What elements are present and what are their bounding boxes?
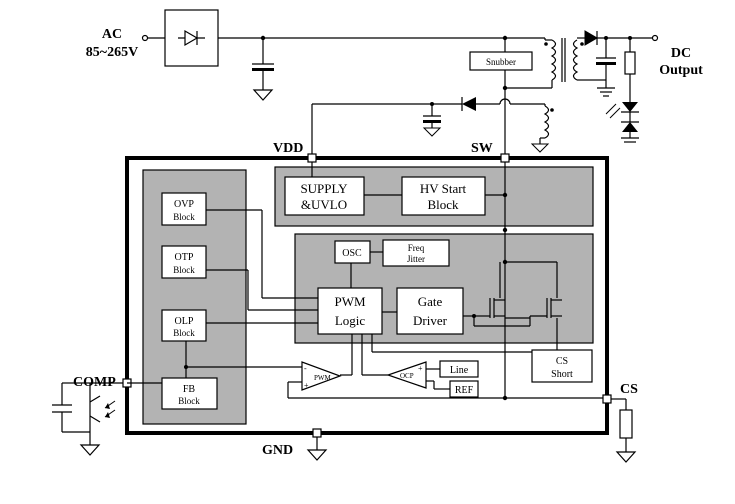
cs-short-label-1: CS	[556, 356, 568, 367]
osc-block: OSC	[334, 240, 371, 264]
ac-input-wiring	[141, 34, 546, 42]
ocp-comparator: OCP + -	[386, 361, 427, 390]
output-capacitor	[590, 36, 616, 97]
bridge-rectifier	[164, 9, 219, 67]
ocp-comparator-label: OCP	[400, 372, 414, 380]
bulk-capacitor	[252, 35, 274, 101]
svg-text:+: +	[418, 364, 423, 373]
gate-driver-block: Gate Driver	[396, 287, 464, 335]
freq-jitter-label-1: Freq	[408, 243, 425, 253]
hv-start-label-2: Block	[427, 197, 459, 212]
ovp-label-2: Block	[173, 212, 195, 222]
optocoupler-network	[52, 382, 123, 456]
pwm-comparator: PWM - +	[301, 361, 342, 391]
pwm-comparator-label: PWM	[314, 374, 332, 382]
olp-label-1: OLP	[175, 316, 194, 327]
otp-block: OTP Block	[161, 245, 207, 279]
ic-outline	[125, 156, 609, 435]
fb-block: FB Block	[161, 377, 218, 410]
gnd-label: GND	[262, 443, 293, 458]
dc-label: DC	[671, 46, 691, 61]
freq-jitter-block: Freq Jitter	[382, 239, 450, 267]
otp-label-1: OTP	[175, 252, 194, 263]
freq-jitter-label-2: Jitter	[407, 254, 425, 264]
supply-uvlo-label-1: SUPPLY	[300, 181, 348, 196]
sw-pin	[500, 153, 510, 163]
cs-short-block: CS Short	[531, 349, 593, 383]
cs-label: CS	[620, 382, 638, 397]
internal-wiring	[127, 162, 637, 463]
ref-block: REF	[449, 380, 479, 398]
cs-pin	[602, 394, 612, 404]
ref-label: REF	[455, 385, 474, 396]
gate-driver-label-1: Gate	[418, 294, 443, 309]
cs-short-label-2: Short	[551, 369, 573, 380]
pwm-logic-label-2: Logic	[335, 313, 366, 328]
otp-label-2: Block	[173, 265, 195, 275]
ac-label: AC	[102, 27, 122, 42]
line-block: Line	[439, 360, 479, 378]
ac-range-label: 85~265V	[86, 45, 138, 60]
snubber-network	[469, 35, 553, 91]
transformer	[544, 37, 590, 82]
olp-block: OLP Block	[161, 309, 207, 342]
vdd-label: VDD	[273, 141, 303, 156]
svg-text:-: -	[418, 381, 421, 390]
output-rectifier	[584, 30, 659, 46]
vdd-pin	[307, 153, 317, 163]
comp-label: COMP	[73, 375, 116, 390]
sw-label: SW	[471, 141, 493, 156]
svg-text:+: +	[304, 381, 309, 390]
fb-label-1: FB	[183, 384, 196, 395]
aux-supply-path	[311, 97, 554, 158]
pwm-logic-block: PWM Logic	[317, 287, 383, 335]
fb-label-2: Block	[178, 396, 200, 406]
ovp-block: OVP Block	[161, 192, 207, 226]
gate-driver-label-2: Driver	[413, 313, 448, 328]
supply-uvlo-label-2: &UVLO	[301, 197, 347, 212]
supply-uvlo-block: SUPPLY &UVLO	[284, 176, 365, 216]
olp-label-2: Block	[173, 328, 195, 338]
gnd-pin	[312, 428, 322, 438]
line-label: Line	[450, 365, 469, 376]
svg-text:-: -	[304, 364, 307, 373]
snubber-label: Snubber	[486, 57, 516, 67]
ovp-label-1: OVP	[174, 199, 194, 210]
pwm-logic-label-1: PWM	[334, 294, 366, 309]
snubber-label-group: Snubber	[486, 57, 516, 67]
hv-start-block: HV Start Block	[401, 176, 486, 216]
hv-start-label-1: HV Start	[420, 181, 467, 196]
dc-output-label: Output	[659, 63, 703, 78]
output-feedback-branch	[605, 36, 639, 143]
osc-label: OSC	[342, 248, 362, 259]
